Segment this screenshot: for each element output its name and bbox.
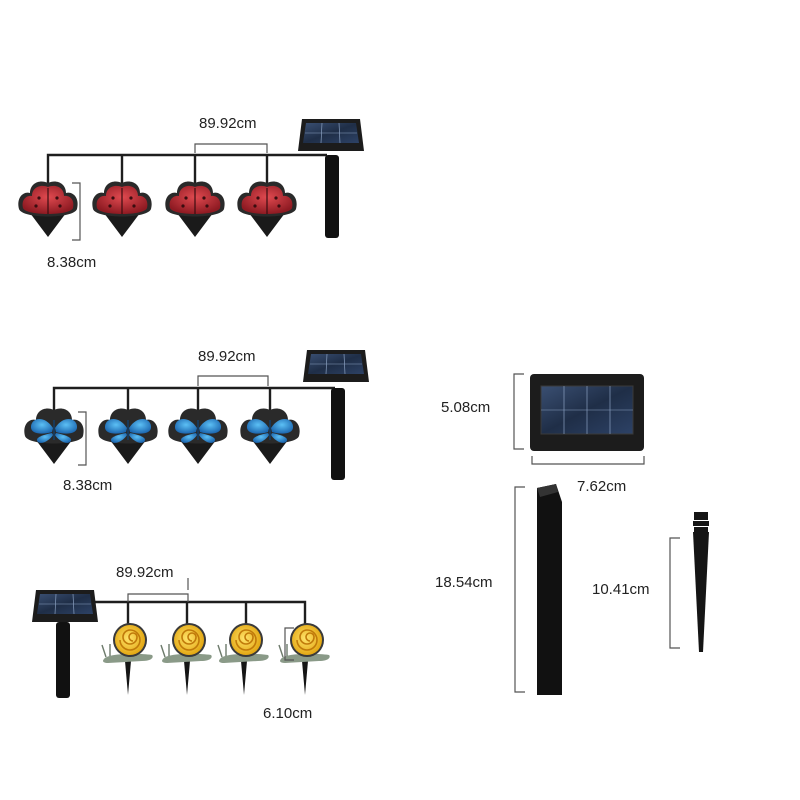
blue-height-label: 8.38cm bbox=[63, 477, 113, 494]
solar-panel-detail bbox=[513, 373, 645, 465]
butterfly-string-light bbox=[23, 349, 370, 480]
pole-detail bbox=[514, 484, 562, 695]
ladybug-light-icon bbox=[91, 180, 153, 238]
blue-spacing-label: 89.92cm bbox=[198, 348, 256, 365]
snail-light-icon bbox=[160, 622, 213, 696]
snail-string-light bbox=[31, 578, 331, 698]
pole-length-label: 18.54cm bbox=[435, 574, 493, 591]
butterfly-light-icon bbox=[23, 407, 85, 465]
ladybug-light-icon bbox=[236, 180, 298, 238]
panel-width-label: 7.62cm bbox=[577, 478, 627, 495]
spike-length-label: 10.41cm bbox=[592, 581, 650, 598]
snail-light-icon bbox=[217, 622, 270, 696]
solar-panel-icon bbox=[297, 118, 365, 152]
red-spacing-label: 89.92cm bbox=[199, 115, 257, 132]
solar-panel-icon bbox=[302, 349, 370, 383]
ladybug-light-icon bbox=[17, 180, 79, 238]
red-height-label: 8.38cm bbox=[47, 254, 97, 271]
snail-height-label: 6.10cm bbox=[263, 705, 313, 722]
butterfly-light-icon bbox=[167, 407, 229, 465]
panel-height-label: 5.08cm bbox=[441, 399, 491, 416]
ground-stake-icon bbox=[669, 512, 709, 652]
butterfly-light-icon bbox=[97, 407, 159, 465]
ladybug-light-icon bbox=[164, 180, 226, 238]
snail-light-icon bbox=[278, 622, 331, 696]
ladybug-string-light bbox=[17, 118, 365, 241]
snail-light-icon bbox=[101, 622, 154, 696]
butterfly-light-icon bbox=[239, 407, 301, 465]
snail-spacing-label: 89.92cm bbox=[116, 564, 174, 581]
solar-panel-icon bbox=[31, 589, 99, 623]
